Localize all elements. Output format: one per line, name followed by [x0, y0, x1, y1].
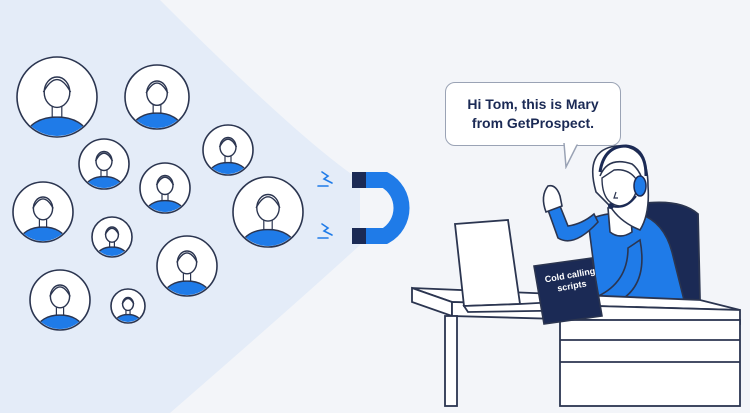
avatar-icon: [91, 216, 133, 258]
avatar-icon: [156, 235, 218, 297]
headset-icon: [598, 144, 648, 209]
speech-bubble: Hi Tom, this is Mary from GetProspect.: [445, 82, 621, 146]
avatar-icon: [139, 162, 191, 214]
speech-line-1: Hi Tom, this is Mary: [467, 96, 599, 112]
spark-icon: [317, 171, 333, 239]
avatar-icon: [78, 138, 130, 190]
scripts-binder: [533, 257, 603, 325]
prospect-avatars: [12, 56, 304, 331]
avatar-icon: [29, 269, 91, 331]
avatar-icon: [110, 288, 146, 324]
speech-line-2: from GetProspect.: [471, 115, 595, 131]
avatar-icon: [232, 176, 304, 248]
avatar-icon: [16, 56, 98, 138]
avatar-icon: [12, 181, 74, 243]
magnet-icon: [352, 172, 410, 244]
speech-bubble-tail: [563, 143, 579, 169]
